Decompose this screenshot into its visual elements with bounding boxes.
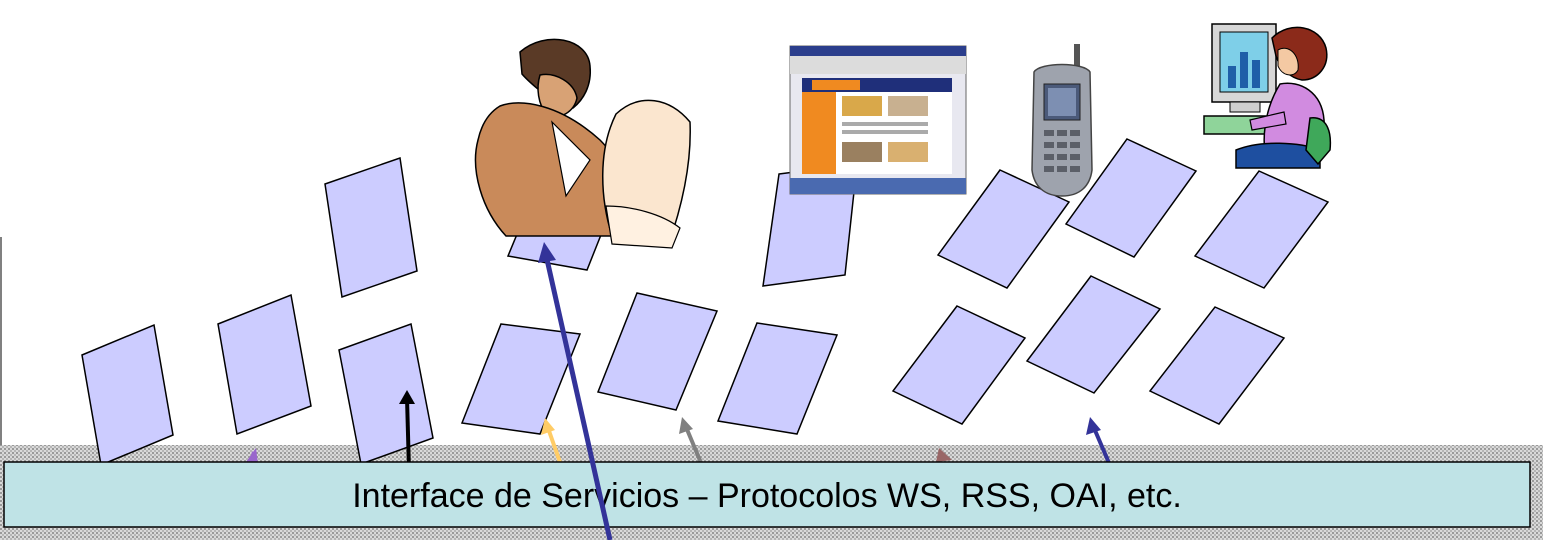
arrow-black [405, 397, 411, 471]
arrow-navy-right-head [1086, 417, 1101, 435]
documents-group [81, 138, 1330, 467]
document [338, 322, 434, 466]
interface-bar-label: Interface de Servicios – Protocolos WS, … [352, 477, 1182, 515]
document [596, 292, 719, 411]
document [460, 323, 582, 435]
businessman-at-computer-icon [474, 38, 691, 249]
document [1064, 138, 1198, 258]
document [1193, 170, 1330, 289]
web-browser-screenshot-icon [789, 45, 967, 195]
arrow-navy-long-head [538, 242, 556, 263]
woman-at-computer-icon [1203, 23, 1332, 169]
document [1148, 306, 1286, 425]
arrow-black-head [399, 390, 415, 404]
mobile-phone-icon [1031, 44, 1093, 197]
arrow-orange-head [541, 418, 555, 435]
arrow-brown-head [936, 448, 952, 462]
arrow-purple-head [246, 448, 258, 464]
document [324, 156, 418, 299]
interface-bar [3, 461, 1531, 528]
arrow-navy-long [543, 254, 613, 540]
document [891, 305, 1027, 425]
document [81, 323, 174, 467]
document [1025, 275, 1162, 394]
arrow-gray-head [679, 417, 693, 434]
document [716, 322, 839, 435]
document [217, 293, 312, 436]
